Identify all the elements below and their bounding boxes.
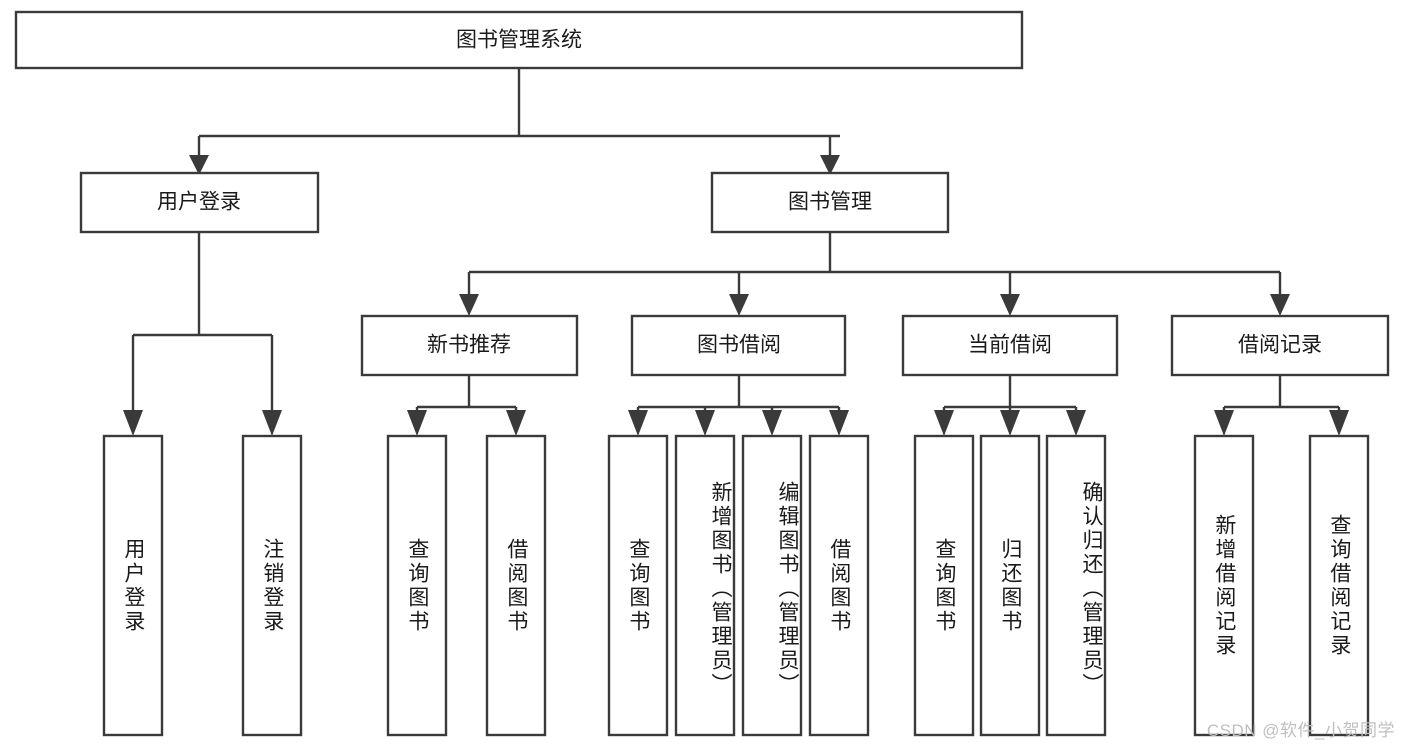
node-user-login-label: 用户登录 <box>157 191 241 214</box>
arrowhead-borrow-record <box>1270 294 1290 316</box>
arrowhead-new-book-recommend <box>459 294 479 316</box>
arrowhead-leaf-query-book-current <box>934 410 954 436</box>
leaf-box-query-book-current[interactable] <box>913 434 975 737</box>
connector-group-new-book-recommend <box>407 375 526 436</box>
node-root-box[interactable] <box>14 10 1024 70</box>
node-book-borrow[interactable]: 图书借阅 <box>630 314 847 377</box>
node-borrow-record[interactable]: 借阅记录 <box>1170 314 1390 377</box>
node-borrow-record-label: 借阅记录 <box>1238 334 1322 357</box>
connector-group-book-management <box>459 232 1290 316</box>
leaf-boxes <box>102 434 1370 737</box>
leaf-box-add-book-admin[interactable] <box>674 434 736 737</box>
arrowhead-book-management <box>820 155 840 175</box>
connector-group-root <box>189 68 840 175</box>
node-book-borrow-box[interactable] <box>630 314 847 377</box>
arrowhead-leaf-query-book-borrow <box>628 410 648 436</box>
arrowhead-leaf-logout-login <box>262 410 282 436</box>
node-new-book-recommend[interactable]: 新书推荐 <box>360 314 579 377</box>
leaf-box-logout-login[interactable] <box>241 434 303 737</box>
connector-group-user-login <box>123 232 282 436</box>
connector-group-current-borrow <box>934 375 1086 436</box>
leaf-box-return-book[interactable] <box>979 434 1041 737</box>
leaf-box-query-book-recommend[interactable] <box>386 434 448 737</box>
arrowhead-leaf-return-book <box>1000 410 1020 436</box>
node-current-borrow-box[interactable] <box>901 314 1119 377</box>
csdn-watermark: CSDN @软件_小贺同学 <box>1206 721 1395 740</box>
arrowhead-leaf-confirm-return-admin <box>1066 410 1086 436</box>
leaf-box-borrow-book[interactable] <box>808 434 870 737</box>
arrowhead-leaf-user-login <box>123 410 143 436</box>
leaf-box-query-book-borrow[interactable] <box>607 434 669 737</box>
leaf-box-edit-book-admin[interactable] <box>741 434 803 737</box>
node-book-management-label: 图书管理 <box>788 191 872 214</box>
node-book-borrow-label: 图书借阅 <box>697 334 781 357</box>
leaf-box-user-login[interactable] <box>102 434 164 737</box>
node-root-label: 图书管理系统 <box>456 29 582 52</box>
leaf-box-add-borrow-record[interactable] <box>1193 434 1255 737</box>
arrowhead-leaf-query-borrow-record <box>1329 410 1349 436</box>
connector-group-borrow-record <box>1214 375 1349 436</box>
node-book-management[interactable]: 图书管理 <box>710 171 950 234</box>
arrowhead-current-borrow <box>1000 294 1020 316</box>
arrowhead-leaf-borrow-book <box>829 410 849 436</box>
arrowhead-leaf-borrow-book-recommend <box>506 410 526 436</box>
arrowhead-user-login <box>189 155 209 175</box>
leaf-box-query-borrow-record[interactable] <box>1308 434 1370 737</box>
node-book-management-box[interactable] <box>710 171 950 234</box>
node-new-book-recommend-label: 新书推荐 <box>427 334 511 357</box>
node-current-borrow[interactable]: 当前借阅 <box>901 314 1119 377</box>
leaf-box-borrow-book-recommend[interactable] <box>485 434 547 737</box>
arrowhead-book-borrow <box>729 294 749 316</box>
node-new-book-recommend-box[interactable] <box>360 314 579 377</box>
arrowhead-leaf-query-book-recommend <box>407 410 427 436</box>
connector-group-book-borrow <box>628 375 849 436</box>
arrowhead-leaf-add-book-admin <box>695 410 715 436</box>
node-current-borrow-label: 当前借阅 <box>968 334 1052 357</box>
node-user-login[interactable]: 用户登录 <box>79 171 320 234</box>
node-user-login-box[interactable] <box>79 171 320 234</box>
node-borrow-record-box[interactable] <box>1170 314 1390 377</box>
leaf-box-confirm-return-admin[interactable] <box>1045 434 1107 737</box>
arrowhead-leaf-edit-book-admin <box>762 410 782 436</box>
arrowhead-leaf-add-borrow-record <box>1214 410 1234 436</box>
node-root[interactable]: 图书管理系统 <box>14 10 1024 70</box>
